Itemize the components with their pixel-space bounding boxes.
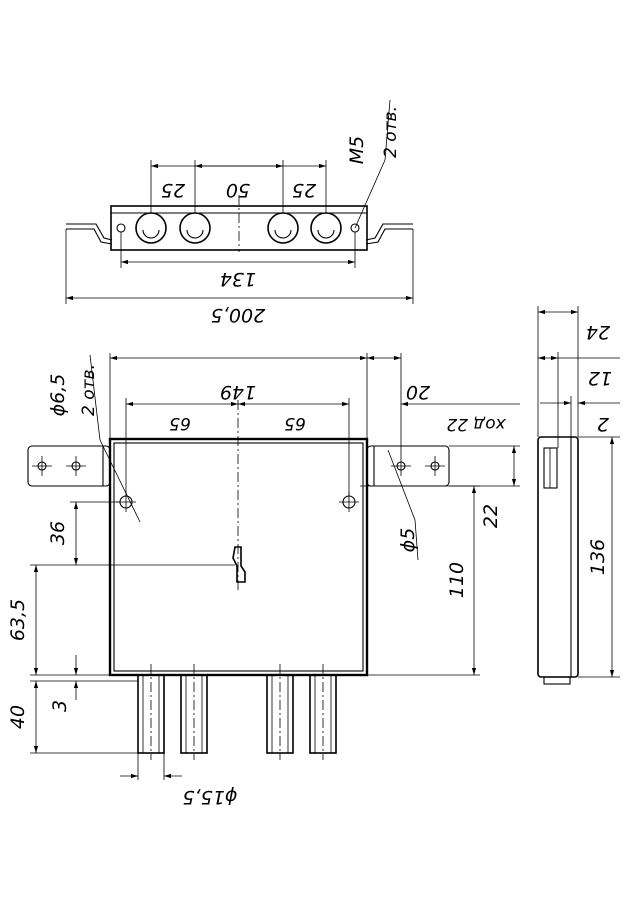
dim-149: 149 <box>220 381 256 403</box>
dim-63-5: 63,5 <box>7 599 29 641</box>
front-bolts <box>137 664 337 760</box>
travel-label: ход 22 <box>446 414 506 434</box>
dim-25-right: 25 <box>292 179 316 201</box>
dim-50: 50 <box>226 179 250 201</box>
dim-65-left: 65 <box>169 413 191 433</box>
top-right-ear <box>365 223 413 245</box>
front-body <box>108 437 369 677</box>
dim-40: 40 <box>7 705 29 729</box>
hole-diameter-label: ϕ6,5 <box>47 374 69 417</box>
dim-110: 110 <box>446 562 468 598</box>
side-view: 24 12 2 136 <box>537 306 620 685</box>
front-view: 149 20 65 65 ϕ6,5 2 отв. ход 22 22 36 ϕ5… <box>7 353 520 808</box>
dim-15-5: ϕ15,5 <box>183 786 238 808</box>
dim-3: 3 <box>49 700 71 712</box>
dim-65-right: 65 <box>284 413 306 433</box>
dim-134: 134 <box>220 268 256 290</box>
dim-25-left: 25 <box>161 179 185 201</box>
dim-36: 36 <box>47 521 69 545</box>
dim-200-5: 200,5 <box>211 304 265 326</box>
front-body-inner <box>113 442 364 672</box>
latch <box>232 546 246 583</box>
top-holes-count: 2 отв. <box>381 106 401 158</box>
dim-12: 12 <box>588 367 612 389</box>
top-left-ear <box>66 223 113 245</box>
front-holes-count: 2 отв. <box>79 364 99 416</box>
dim-24: 24 <box>586 321 610 343</box>
top-bolts <box>135 212 342 244</box>
top-view: 25 50 25 M5 2 отв. 134 200,5 <box>65 99 414 326</box>
dim-136: 136 <box>587 539 609 575</box>
dim-22: 22 <box>480 504 502 528</box>
side-latch <box>543 447 558 489</box>
dim-2: 2 <box>597 413 609 435</box>
dim-20: 20 <box>406 381 430 403</box>
thread-label: M5 <box>346 136 368 164</box>
side-foot <box>543 676 571 685</box>
dim-5-label: ϕ5 <box>397 528 419 553</box>
top-screw-left <box>116 223 126 233</box>
